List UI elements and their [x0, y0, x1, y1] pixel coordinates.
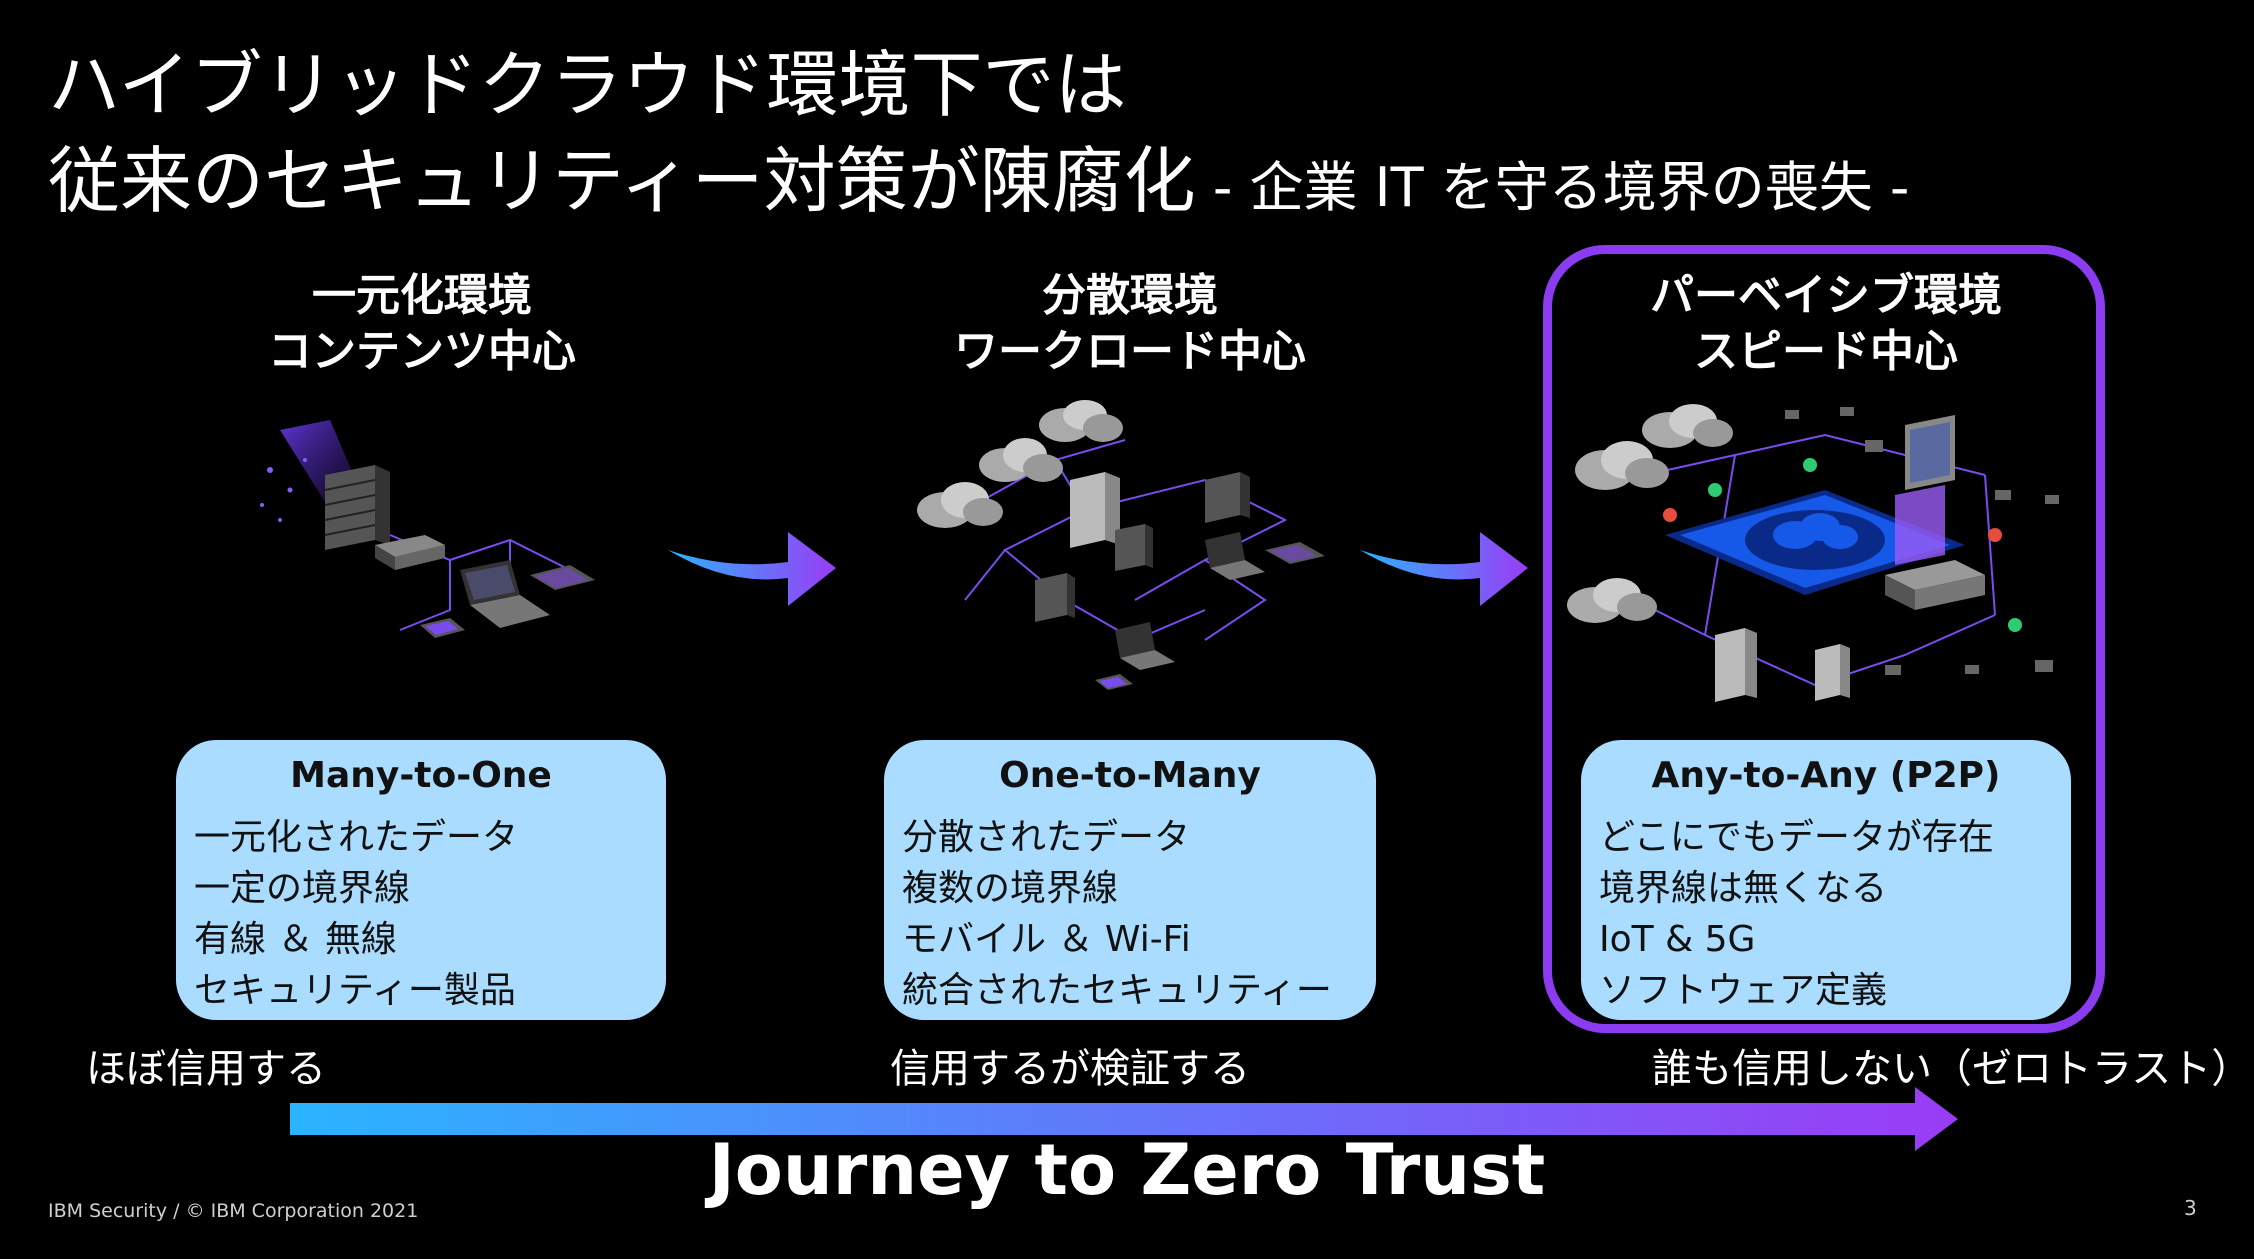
column-heading-centralized: 一元化環境 コンテンツ中心 [182, 268, 662, 380]
model-box-one-to-many: One-to-Many 分散されたデータ 複数の境界線 モバイル ＆ Wi-Fi… [884, 740, 1376, 1020]
model-box-many-to-one: Many-to-One 一元化されたデータ 一定の境界線 有線 ＆ 無線 セキュ… [176, 740, 666, 1020]
cloud-platform-icon [1665, 490, 1965, 595]
firewall-icon [324, 465, 390, 550]
model-box-item: 有線 ＆ 無線 [194, 919, 397, 960]
model-box-item: 境界線は無くなる [1599, 868, 1888, 909]
column-heading-distributed: 分散環境 ワークロード中心 [890, 268, 1370, 380]
model-box-any-to-any: Any-to-Any (P2P) どこにでもデータが存在 境界線は無くなる Io… [1581, 740, 2071, 1020]
router-icon [375, 535, 445, 570]
laptop-icon [1115, 622, 1175, 670]
transition-arrow-icon [1360, 532, 1528, 606]
laptop-icon [460, 560, 550, 628]
firewall-icon [1035, 573, 1075, 622]
phone-icon [420, 618, 465, 638]
slide-title-line1: ハイブリッドクラウド環境下では [48, 43, 1127, 127]
model-box-item: 一元化されたデータ [194, 817, 519, 858]
model-box-item: どこにでもデータが存在 [1599, 817, 1994, 858]
model-box-item: 統合されたセキュリティー [902, 970, 1332, 1011]
model-box-item: 分散されたデータ [902, 817, 1191, 858]
model-box-item: IoT & 5G [1599, 919, 1756, 960]
cloud-icon [1039, 400, 1123, 442]
column-heading-line1: 分散環境 [1042, 270, 1218, 321]
cloud-icon [917, 482, 1003, 528]
centralized-network-illustration [260, 420, 595, 638]
distributed-network-illustration [917, 400, 1325, 690]
column-heading-line2: ワークロード中心 [954, 326, 1306, 377]
trust-level-label-verify: 信用するが検証する [890, 1046, 1250, 1092]
cloud-icon [979, 438, 1063, 482]
firewall-icon [1205, 472, 1250, 523]
slide-title-main: 従来のセキュリティー対策が陳腐化 [48, 139, 1196, 223]
column-heading-line1: 一元化環境 [312, 270, 532, 321]
server-tower-icon [1885, 485, 1985, 610]
model-box-title: Any-to-Any (P2P) [1651, 755, 2001, 796]
cloud-icon [1642, 404, 1733, 448]
alert-icons [1663, 508, 2002, 542]
model-box-title: Many-to-One [290, 755, 552, 796]
trust-level-label-trust: ほぼ信用する [86, 1046, 326, 1092]
column-heading-line1: パーベイシブ環境 [1650, 270, 2002, 321]
monitor-icon [1905, 415, 1955, 490]
slide-title-line2: 従来のセキュリティー対策が陳腐化 - 企業 IT を守る境界の喪失 - [48, 138, 1909, 224]
phone-icon [1095, 674, 1133, 690]
model-box-item: ソフトウェア定義 [1599, 970, 1888, 1011]
pervasive-network-illustration [1567, 404, 2059, 702]
column-heading-line2: スピード中心 [1694, 326, 1958, 377]
page-number: 3 [2184, 1196, 2197, 1220]
server-icon [1815, 644, 1850, 701]
transition-arrow-icon [668, 532, 836, 606]
model-box-title: One-to-Many [999, 755, 1261, 796]
tablet-icon [530, 565, 595, 590]
journey-caption: Journey to Zero Trust [708, 1129, 1546, 1211]
iot-device-icons [1785, 407, 2059, 675]
trust-level-label-zero-trust: 誰も信用しない（ゼロトラスト） [1652, 1046, 2252, 1092]
footer-copyright: IBM Security / © IBM Corporation 2021 [48, 1200, 419, 1222]
cloud-icon [1575, 441, 1669, 490]
firewall-icon [1115, 524, 1153, 571]
slide-title-subtitle: - 企業 IT を守る境界の喪失 - [1195, 156, 1910, 219]
journey-arrow-icon [290, 1087, 1958, 1151]
column-heading-pervasive: パーベイシブ環境 スピード中心 [1586, 268, 2066, 380]
model-box-item: 一定の境界線 [194, 868, 411, 909]
pervasive-highlight-frame [1543, 245, 2105, 1033]
model-box-item: 複数の境界線 [902, 868, 1119, 909]
cloud-icon [1567, 578, 1657, 623]
column-heading-line2: コンテンツ中心 [268, 326, 576, 377]
model-box-item: モバイル ＆ Wi-Fi [902, 919, 1191, 960]
status-check-icons [1708, 458, 2022, 632]
laptop-icon [1205, 532, 1265, 580]
server-icon [1715, 628, 1757, 702]
tablet-icon [1265, 542, 1325, 564]
server-icon [1070, 472, 1120, 548]
model-box-item: セキュリティー製品 [194, 970, 516, 1011]
